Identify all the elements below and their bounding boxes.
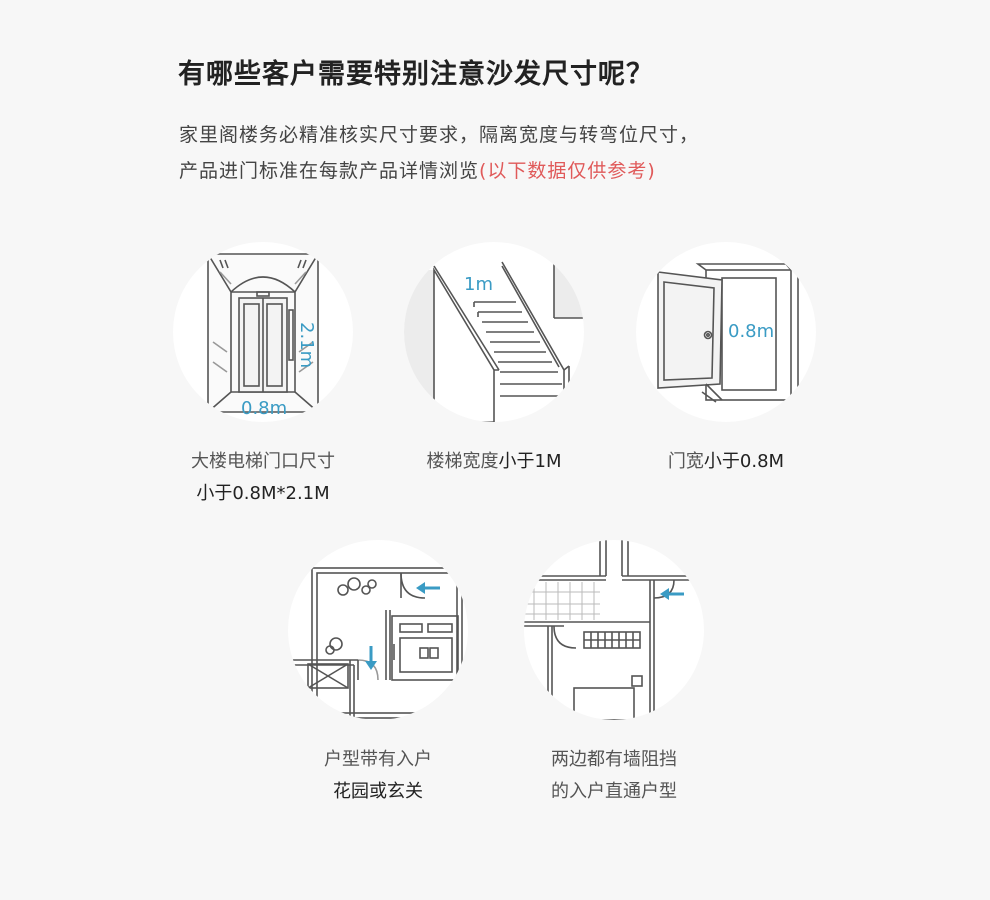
intro-line-1: 家里阁楼务必精准核实尺寸要求，隔离宽度与转弯位尺寸，	[179, 124, 700, 146]
elevator-height-dim: 2.1m	[296, 322, 317, 368]
stairs-illustration: 1m	[404, 242, 584, 422]
door-caption: 门宽小于0.8M	[606, 446, 846, 478]
garden-entry-caption-line-1: 户型带有入户	[324, 749, 432, 770]
intro-text: 家里阁楼务必精准核实尺寸要求，隔离宽度与转弯位尺寸， 产品进门标准在每款产品详情…	[179, 117, 699, 189]
reference-note: (以下数据仅供参考)	[479, 160, 656, 182]
stairs-icon: 1m	[404, 261, 584, 422]
door-width-dim: 0.8m	[728, 321, 774, 342]
door-illustration: 0.8m	[636, 242, 816, 422]
garden-entry-illustration	[288, 540, 468, 720]
straight-entry-illustration	[524, 540, 704, 720]
elevator-caption-line-1: 大楼电梯门口尺寸	[191, 451, 335, 472]
stairs-caption-label: 楼梯宽度	[426, 451, 499, 472]
elevator-width-dim: 0.8m	[241, 398, 287, 419]
straight-entry-caption-line-1: 两边都有墙阻挡	[551, 749, 677, 770]
stairs-width-dim: 1m	[464, 274, 493, 295]
door-icon: 0.8m	[657, 262, 799, 403]
door-caption-value: 小于0.8M	[703, 451, 785, 472]
intro-line-2: 产品进门标准在每款产品详情浏览(以下数据仅供参考)	[179, 153, 699, 189]
stairs-caption-value: 小于1M	[498, 451, 562, 472]
door-caption-line-1: 门宽小于0.8M	[606, 446, 846, 478]
intro-line-2-main: 产品进门标准在每款产品详情浏览	[179, 160, 480, 182]
elevator-illustration: 0.8m 2.1m	[173, 242, 353, 422]
straight-entry-caption: 两边都有墙阻挡 的入户直通户型	[494, 744, 734, 808]
straight-entry-floorplan-icon	[524, 540, 704, 720]
door-caption-label: 门宽	[667, 451, 704, 472]
elevator-icon: 0.8m 2.1m	[207, 253, 319, 419]
stairs-caption: 楼梯宽度小于1M	[374, 446, 614, 478]
page-title: 有哪些客户需要特别注意沙发尺寸呢？	[178, 59, 654, 90]
garden-entry-caption-line-2: 花园或玄关	[333, 781, 423, 802]
elevator-caption: 大楼电梯门口尺寸 小于0.8M*2.1M	[143, 446, 383, 510]
garden-entry-floorplan-icon	[288, 567, 463, 719]
stairs-caption-line-1: 楼梯宽度小于1M	[374, 446, 614, 478]
straight-entry-caption-line-2: 的入户直通户型	[551, 781, 677, 802]
garden-entry-caption: 户型带有入户 花园或玄关	[258, 744, 498, 808]
elevator-caption-line-2: 小于0.8M*2.1M	[196, 483, 330, 504]
